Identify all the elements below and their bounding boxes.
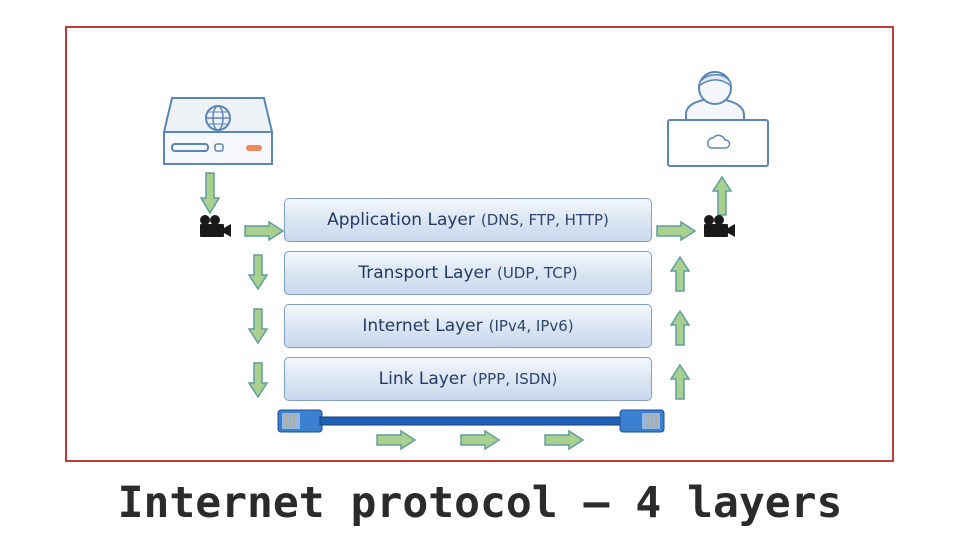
layer-transport: Transport Layer (UDP, TCP)	[284, 251, 652, 295]
layer-link: Link Layer (PPP, ISDN)	[284, 357, 652, 401]
layer-internet: Internet Layer (IPv4, IPv6)	[284, 304, 652, 348]
arrow-right-icon	[244, 220, 285, 242]
arrow-right-icon	[656, 220, 697, 242]
arrow-right-icon	[376, 429, 417, 451]
layer-protocols: (PPP, ISDN)	[472, 370, 558, 388]
arrow-down-icon	[247, 362, 269, 399]
layer-name: Link Layer	[378, 369, 467, 389]
layer-protocols: (IPv4, IPv6)	[488, 317, 574, 335]
camera-icon	[704, 215, 735, 237]
arrow-down-icon	[199, 172, 221, 215]
layer-protocols: (UDP, TCP)	[496, 264, 578, 282]
layer-protocols: (DNS, FTP, HTTP)	[480, 211, 609, 229]
layer-name: Transport Layer	[358, 263, 491, 283]
arrow-up-icon	[711, 175, 733, 216]
layer-application: Application Layer (DNS, FTP, HTTP)	[284, 198, 652, 242]
arrow-right-icon	[544, 429, 585, 451]
arrow-right-icon	[460, 429, 501, 451]
camera-icon	[200, 215, 231, 237]
layer-name: Application Layer	[327, 210, 475, 230]
server-icon	[162, 97, 274, 165]
arrow-up-icon	[669, 363, 691, 400]
arrow-up-icon	[669, 309, 691, 346]
arrow-down-icon	[247, 308, 269, 345]
layer-name: Internet Layer	[362, 316, 483, 336]
arrow-up-icon	[669, 255, 691, 292]
slide-title: Internet protocol – 4 layers	[117, 478, 843, 528]
diagram-frame	[65, 26, 894, 462]
ethernet-cable-icon	[277, 409, 665, 433]
user-laptop-icon	[667, 71, 769, 167]
arrow-down-icon	[247, 254, 269, 291]
